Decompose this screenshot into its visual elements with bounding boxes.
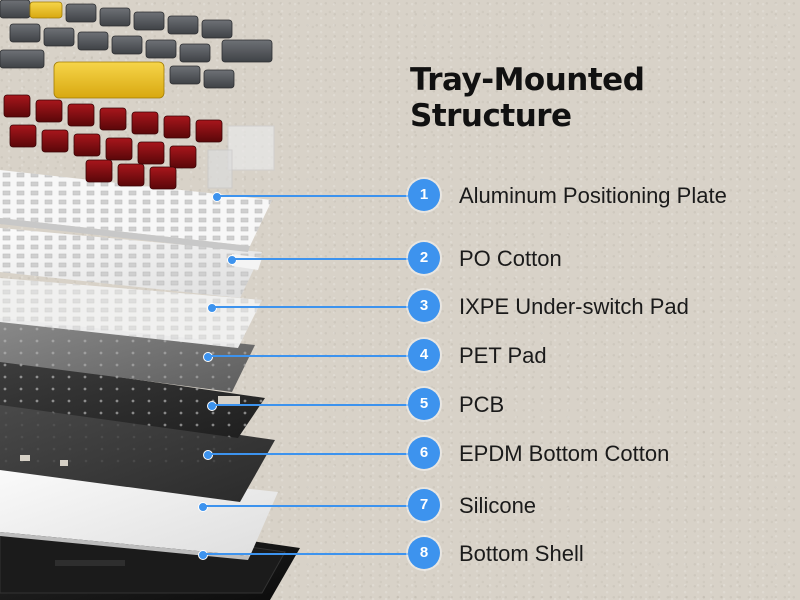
layer-label: EPDM Bottom Cotton — [459, 441, 670, 466]
layer-label: Bottom Shell — [459, 541, 584, 566]
layer-label: PO Cotton — [459, 246, 562, 271]
leader-line — [211, 453, 410, 455]
pcb-layer — [0, 360, 265, 438]
layer-label: PET Pad — [459, 343, 547, 368]
layer-callout-8: 8 Bottom Shell — [0, 537, 800, 571]
layer-label: PCB — [459, 392, 505, 417]
layer-number-badge: 1 — [408, 179, 440, 211]
layer-label: Silicone — [459, 493, 537, 518]
title-line-2: Structure — [410, 98, 572, 134]
layer-callout-5: 5 PCB — [0, 388, 800, 422]
layer-callout-4: 4 PET Pad — [0, 339, 800, 373]
leader-line — [211, 355, 410, 357]
keycaps-layer — [0, 0, 273, 99]
pet-pad-layer — [0, 318, 255, 392]
layer-callout-6: 6 EPDM Bottom Cotton — [0, 437, 800, 471]
title-line-1: Tray-Mounted — [410, 62, 645, 98]
leader-dot — [198, 550, 208, 560]
layer-number-badge: 3 — [408, 290, 440, 322]
leader-line — [206, 505, 410, 507]
leader-line — [215, 306, 410, 308]
leader-dot — [227, 255, 237, 265]
switches-layer — [3, 94, 275, 190]
leader-dot — [203, 352, 213, 362]
leader-dot — [207, 401, 217, 411]
layer-callout-2: 2 PO Cotton — [0, 242, 800, 276]
leader-dot — [212, 192, 222, 202]
leader-line — [220, 195, 410, 197]
layer-number-badge: 6 — [408, 437, 440, 469]
leader-dot — [203, 450, 213, 460]
leader-line — [235, 258, 410, 260]
page-title: Tray-Mounted Structure — [410, 62, 790, 134]
leader-dot — [198, 502, 208, 512]
layer-number-badge: 7 — [408, 489, 440, 521]
layer-number-badge: 4 — [408, 339, 440, 371]
leader-line — [206, 553, 410, 555]
layer-callout-7: 7 Silicone — [0, 489, 800, 523]
ixpe-under-switch-pad-layer — [0, 278, 262, 348]
layer-number-badge: 2 — [408, 242, 440, 274]
leader-dot — [207, 303, 217, 313]
layer-callout-1: 1 Aluminum Positioning Plate — [0, 179, 800, 213]
layer-label: Aluminum Positioning Plate — [459, 183, 727, 208]
layer-callout-3: 3 IXPE Under-switch Pad — [0, 290, 800, 324]
layer-number-badge: 5 — [408, 388, 440, 420]
leader-line — [215, 404, 410, 406]
layer-label: IXPE Under-switch Pad — [459, 294, 689, 319]
aluminum-positioning-plate-layer — [0, 170, 272, 252]
layer-number-badge: 8 — [408, 537, 440, 569]
